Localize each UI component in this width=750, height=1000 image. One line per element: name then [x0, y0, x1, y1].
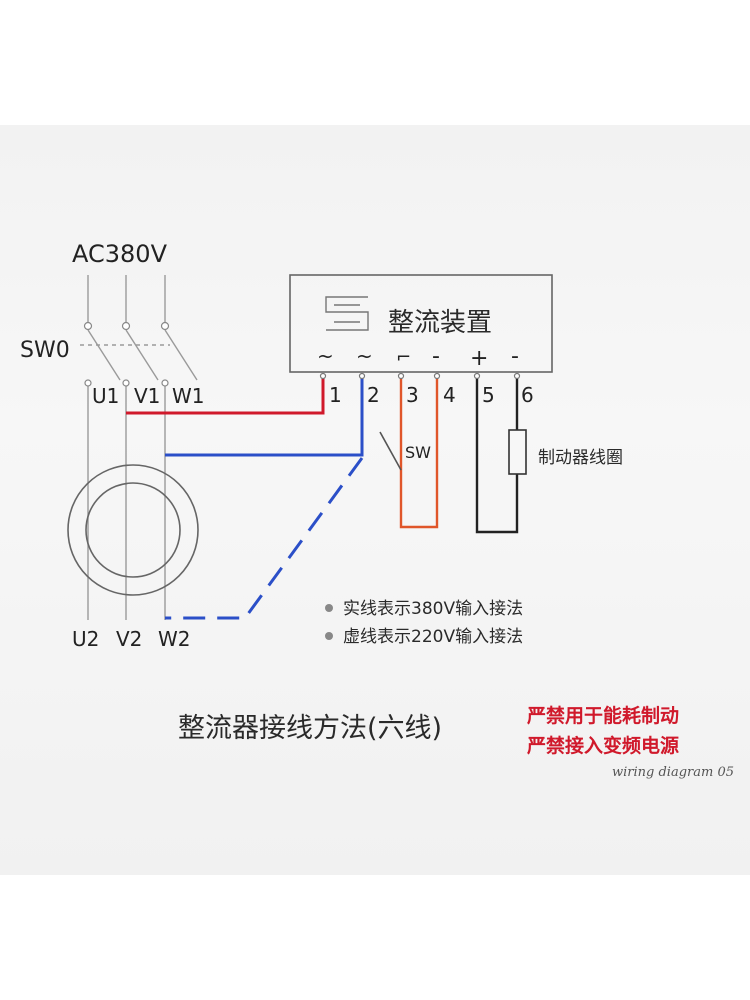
symbol-5: + — [470, 346, 488, 371]
rectifier-title: 整流装置 — [388, 308, 492, 338]
warning-2: 严禁接入变频电源 — [527, 734, 679, 757]
terminal-u2: U2 — [72, 627, 99, 651]
footer-label: wiring diagram 05 — [612, 765, 734, 780]
legend-solid: 实线表示380V输入接法 — [343, 599, 523, 619]
terminal-w2: W2 — [158, 627, 191, 651]
terminal-v1: V1 — [134, 384, 160, 408]
legend-dashed: 虚线表示220V输入接法 — [343, 627, 523, 647]
switch-contacts — [83, 321, 170, 387]
legend-bullets — [325, 604, 333, 640]
blue-wire — [165, 378, 364, 457]
warning-1: 严禁用于能耗制动 — [527, 704, 679, 727]
sw-contact — [379, 431, 402, 471]
motor-inner-ring — [85, 482, 181, 578]
terminal-w1: W1 — [172, 384, 205, 408]
red-wire — [126, 378, 325, 415]
sw-loop — [399, 378, 439, 529]
supply-label: AC380V — [72, 240, 168, 268]
symbol-3: ⌐ — [396, 347, 411, 368]
terminal-u1: U1 — [92, 384, 119, 408]
diagram-sheet — [0, 125, 750, 875]
terminal-number-5: 5 — [482, 383, 495, 407]
terminal-number-4: 4 — [443, 383, 456, 407]
terminal-points — [319, 372, 521, 380]
sw-label: SW — [405, 443, 431, 462]
brake-coil-label: 制动器线圈 — [538, 448, 623, 468]
brake-coil-resistor — [508, 429, 527, 475]
symbol-6: - — [511, 344, 519, 369]
blue-dashed-wire — [165, 457, 364, 620]
motor — [67, 464, 199, 596]
sw0-label: SW0 — [20, 338, 70, 363]
symbol-4: - — [432, 344, 440, 369]
symbol-2: ~ — [356, 344, 373, 368]
terminal-number-1: 1 — [329, 383, 342, 407]
terminal-number-2: 2 — [367, 383, 380, 407]
terminal-number-3: 3 — [406, 383, 419, 407]
caption: 整流器接线方法(六线) — [178, 713, 442, 744]
terminal-v2: V2 — [116, 627, 142, 651]
rectifier-logo — [325, 296, 369, 331]
motor-outer-ring — [67, 464, 199, 596]
supply-lines — [80, 275, 198, 620]
rectifier-box — [289, 274, 553, 373]
terminal-number-6: 6 — [521, 383, 534, 407]
symbol-1: ~ — [317, 344, 334, 368]
